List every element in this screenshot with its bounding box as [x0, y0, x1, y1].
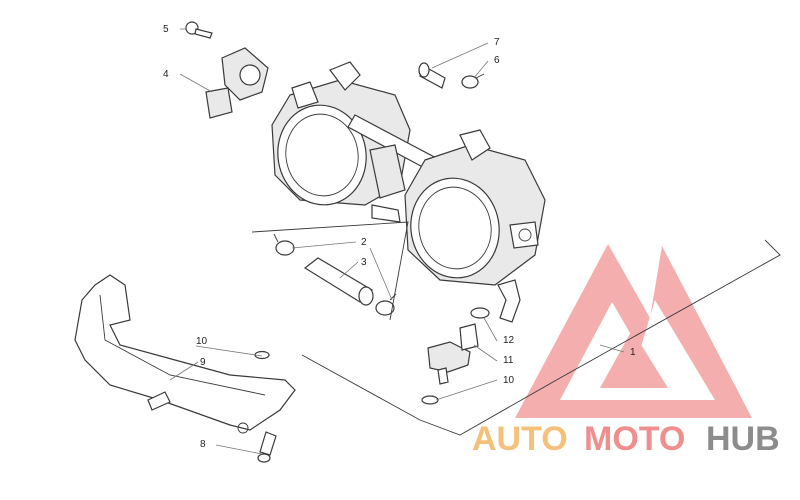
part-2-clamp-upper: [273, 233, 295, 256]
callout-9: 9: [200, 357, 206, 368]
part-11-fuel-injector: [427, 323, 479, 385]
watermark-hub: HUB: [706, 420, 780, 458]
callout-12: 12: [503, 335, 515, 346]
leader-lines: [169, 28, 625, 455]
part-7-hose: [418, 62, 446, 89]
callout-5: 5: [163, 24, 169, 35]
callout-1: 1: [630, 347, 636, 358]
watermark-auto: AUTO: [472, 420, 568, 458]
callout-8: 8: [200, 439, 206, 450]
watermark-moto: MOTO: [584, 420, 685, 458]
callout-3: 3: [361, 257, 367, 268]
callout-4: 4: [163, 69, 169, 80]
part-2-clamp-lower: [375, 293, 397, 316]
assembly-outline-line: [301, 239, 781, 436]
callout-10-lower: 10: [503, 375, 515, 386]
callout-2: 2: [361, 237, 367, 248]
callout-10-upper: 10: [196, 336, 208, 347]
part-4-throttle-sensor: [205, 47, 269, 119]
callout-6: 6: [494, 55, 500, 66]
watermark-text: AUTO MOTO HUB: [472, 420, 780, 458]
callout-11: 11: [503, 355, 514, 366]
part-9-fuel-rail: [74, 274, 296, 434]
part-6-clamp: [461, 73, 485, 89]
part-3-hose: [303, 257, 374, 306]
part-8-bolt: [257, 431, 277, 463]
logo-inner-triangle: [600, 330, 668, 388]
throttle-body-assembly: [271, 61, 546, 323]
group-outline-2-3: [251, 221, 409, 321]
part-12-oring: [470, 307, 490, 319]
part-10-seal-lower: [421, 395, 439, 405]
part-5-bolt: [185, 21, 213, 39]
watermark-logo: [515, 244, 752, 418]
callout-7: 7: [494, 37, 500, 48]
